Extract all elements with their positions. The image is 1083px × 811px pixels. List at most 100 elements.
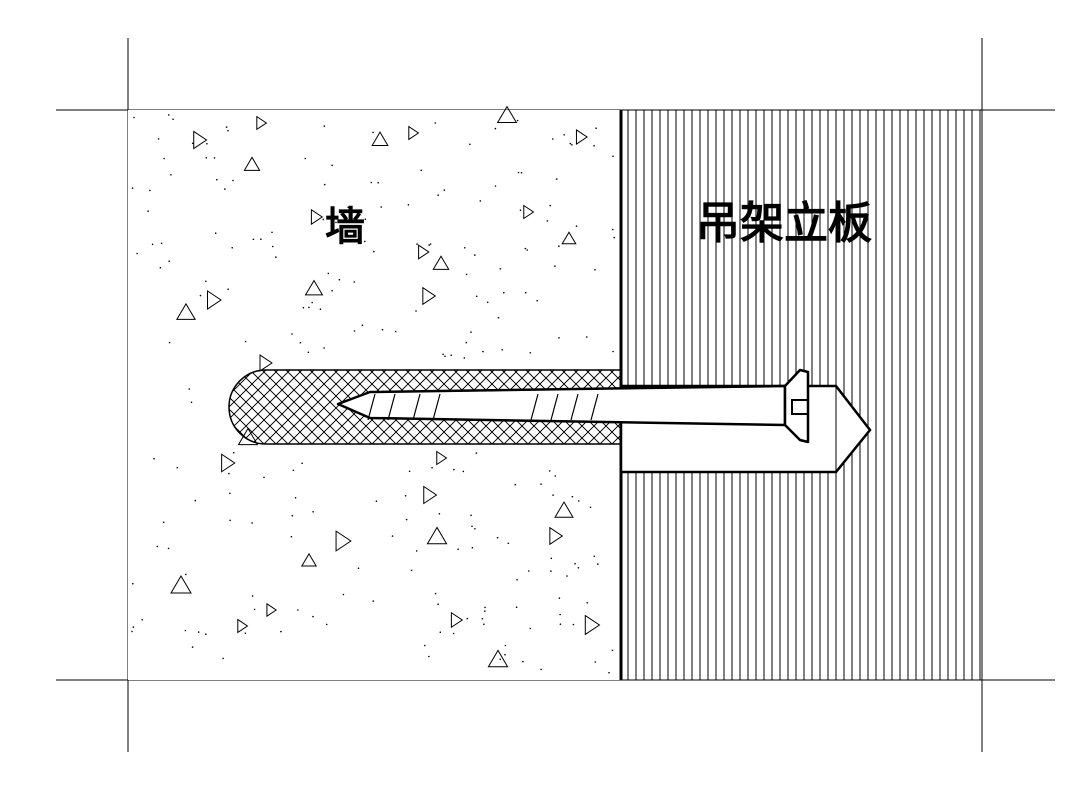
aggregate-dot [507, 542, 510, 545]
aggregate-dot [297, 609, 299, 611]
aggregate-dot [331, 289, 333, 292]
aggregate-dot [153, 457, 155, 460]
aggregate-dot [465, 341, 468, 344]
aggregate-dot [470, 331, 472, 333]
aggregate-dot [415, 550, 418, 552]
aggregate-dot [280, 630, 282, 633]
aggregate-dot [199, 294, 202, 297]
aggregate-triangle [423, 485, 438, 505]
aggregate-triangle [304, 279, 324, 296]
aggregate-dot [136, 252, 138, 255]
aggregate-dot [517, 171, 520, 174]
aggregate-dot [558, 245, 560, 247]
aggregate-dot [224, 188, 226, 190]
aggregate-dot [214, 232, 217, 234]
aggregate-dot [536, 299, 538, 302]
aggregate-dot [227, 129, 229, 132]
aggregate-dot [612, 155, 614, 158]
aggregate-dot [597, 563, 599, 565]
aggregate-dot [529, 352, 532, 354]
aggregate-dot [575, 225, 578, 227]
aggregate-triangle [487, 649, 509, 668]
aggregate-dot [222, 657, 224, 660]
aggregate-dot [308, 306, 310, 309]
aggregate-dot [410, 569, 413, 572]
aggregate-dot [294, 497, 297, 499]
aggregate-dot [475, 295, 478, 298]
screw-slot [791, 399, 808, 415]
aggregate-dot [205, 633, 207, 635]
aggregate-dot [497, 316, 500, 319]
aggregate-triangle [237, 618, 249, 634]
aggregate-dot [168, 260, 170, 263]
aggregate-dot [595, 127, 597, 129]
aggregate-dot [160, 242, 163, 245]
aggregate-dot [577, 567, 580, 569]
screw-threads [367, 393, 599, 421]
aggregate-triangle [170, 575, 192, 594]
aggregate-dot [380, 206, 383, 208]
aggregate-dot [471, 546, 474, 549]
aggregate-dot [483, 623, 485, 625]
aggregate-dot [229, 519, 231, 522]
aggregate-dot [586, 602, 589, 604]
aggregate-dot [475, 452, 478, 454]
aggregate-dot [373, 250, 375, 253]
thread-line [550, 393, 559, 421]
aggregate-dot [252, 238, 255, 241]
aggregate-dot [244, 632, 247, 635]
aggregate-dot [499, 268, 502, 270]
aggregate-dot [408, 470, 411, 473]
aggregate-dot [197, 631, 200, 633]
aggregate-dot [131, 630, 133, 633]
screw-shank [336, 384, 787, 427]
aggregate-dot [529, 627, 532, 630]
aggregate-dot [415, 310, 417, 312]
aggregate-dot [524, 247, 527, 250]
aggregate-dot [552, 494, 554, 496]
aggregate-dot [353, 281, 356, 283]
aggregate-dot [194, 499, 197, 502]
aggregate-dot [416, 243, 418, 245]
aggregate-dot [377, 181, 380, 184]
aggregate-dot [552, 138, 554, 140]
aggregate-dot [370, 181, 373, 184]
aggregate-dot [347, 206, 350, 209]
aggregate-dot [323, 183, 326, 186]
aggregate-dot [466, 617, 469, 620]
aggregate-dot [420, 169, 423, 172]
aggregate-dot [486, 301, 489, 304]
aggregate-dot [163, 157, 165, 160]
aggregate-triangle [561, 231, 577, 245]
aggregate-triangle [450, 611, 464, 629]
aggregate-dot [469, 143, 471, 146]
aggregate-dot [504, 644, 507, 647]
aggregate-triangle [549, 526, 564, 546]
aggregate-triangle [418, 244, 430, 260]
aggregate-dot [232, 179, 234, 182]
aggregate-dot [216, 178, 218, 181]
aggregate-dot [323, 347, 325, 349]
aggregate-dot [463, 357, 466, 359]
aggregate-dot [228, 472, 230, 475]
aggregate-dot [272, 245, 274, 248]
aggregate-dot [431, 467, 433, 469]
aggregate-dot [594, 661, 597, 663]
aggregate-triangle [408, 125, 420, 141]
aggregate-dot [162, 521, 165, 524]
aggregate-dot [555, 178, 558, 180]
aggregate-dot [147, 210, 149, 212]
aggregate-dot [275, 256, 277, 258]
aggregate-dot [520, 172, 523, 174]
aggregate-dot [444, 355, 446, 358]
aggregate-dot [540, 483, 542, 485]
aggregate-dot [319, 308, 322, 311]
aggregate-dot [437, 603, 439, 605]
screw-head [783, 368, 810, 444]
aggregate-dot [232, 451, 235, 454]
aggregate-dot [594, 268, 596, 271]
aggregate-dot [611, 649, 614, 652]
aggregate-dot [439, 631, 442, 633]
aggregate-dot [424, 644, 426, 647]
aggregate-dot [471, 525, 473, 528]
